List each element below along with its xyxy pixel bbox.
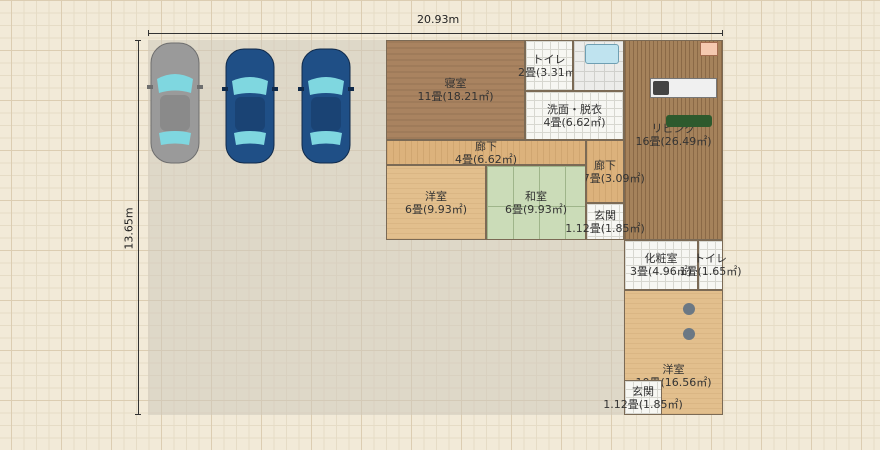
room-hall-2-name: 廊下 (594, 158, 616, 172)
room-bedroom-area: 11畳(18.21㎡) (417, 90, 494, 103)
width-dimension-tick-right (722, 30, 723, 36)
room-entrance-2-area: 1.12畳(1.85㎡) (603, 397, 683, 411)
chair-icon-2 (683, 328, 695, 340)
room-entrance-1-name: 玄関 (594, 208, 616, 222)
height-dimension-label: 13.65m (122, 207, 136, 250)
room-washroom-name: 洗面・脱衣 (547, 102, 602, 116)
car-grey (147, 42, 203, 164)
room-powder-name: 化粧室 (644, 252, 678, 265)
room-toilet-1-name: トイレ (532, 52, 566, 66)
width-dimension-tick-left (148, 30, 149, 36)
chair-icon-1 (683, 303, 695, 315)
room-toilet-1-area: 2畳(3.31㎡) (517, 65, 581, 79)
room-bedroom[interactable]: 寝室 11畳(18.21㎡) (386, 40, 525, 140)
room-washroom[interactable]: 洗面・脱衣 4畳(6.62㎡) (525, 91, 624, 140)
room-entrance-1-area: 1.12畳(1.85㎡) (565, 221, 645, 235)
room-hall-1-area: 4畳(6.62㎡) (454, 152, 518, 166)
room-hall-1[interactable]: 廊下 4畳(6.62㎡) (386, 139, 586, 166)
car-blue-1 (222, 48, 278, 164)
room-entrance-1[interactable]: 玄関 1.12畳(1.85㎡) (565, 203, 645, 240)
room-japanese-area: 6畳(9.93㎡) (504, 202, 568, 216)
room-living[interactable]: リビング 16畳(26.49㎡) (624, 40, 723, 240)
room-hall-1-name: 廊下 (475, 139, 497, 153)
room-entrance-2[interactable]: 玄関 1.12畳(1.85㎡) (603, 380, 683, 415)
room-toilet-2-name: トイレ (694, 252, 727, 265)
room-japanese-name: 和室 (525, 189, 547, 203)
room-powder[interactable]: 化粧室 3畳(4.96㎡) (624, 240, 698, 290)
room-toilet-2[interactable]: トイレ 1畳(1.65㎡) (679, 240, 742, 290)
lot-area-lower (386, 240, 624, 415)
height-dimension-tick-bottom (135, 414, 141, 415)
height-dimension-line (138, 40, 139, 415)
height-dimension-tick-top (135, 40, 141, 41)
room-western-1-area: 6畳(9.93㎡) (404, 202, 468, 216)
room-bedroom-name: 寝室 (444, 77, 467, 90)
room-hall-2[interactable]: 廊下 1.87畳(3.09㎡) (565, 140, 645, 203)
stove-icon (653, 81, 669, 95)
width-dimension-line (148, 33, 723, 34)
car-blue-2 (298, 48, 354, 164)
sofa-icon (666, 115, 712, 127)
cabinet-icon (700, 42, 718, 56)
width-dimension-label: 20.93m (417, 13, 460, 26)
room-washroom-area: 4畳(6.62㎡) (543, 115, 606, 129)
room-entrance-2-name: 玄関 (632, 384, 654, 398)
room-powder-area: 3畳(4.96㎡) (629, 265, 693, 278)
room-western-1-name: 洋室 (425, 189, 447, 203)
room-western-1[interactable]: 洋室 6畳(9.93㎡) (386, 165, 486, 240)
room-toilet-2-area: 1畳(1.65㎡) (679, 265, 742, 278)
room-toilet-1[interactable]: トイレ 2畳(3.31㎡) (518, 40, 580, 91)
room-japanese[interactable]: 和室 6畳(9.93㎡) (486, 165, 586, 240)
bathtub-icon (585, 44, 619, 64)
room-western-2-name: 洋室 (662, 362, 685, 376)
room-living-area: 16畳(26.49㎡) (635, 135, 712, 148)
